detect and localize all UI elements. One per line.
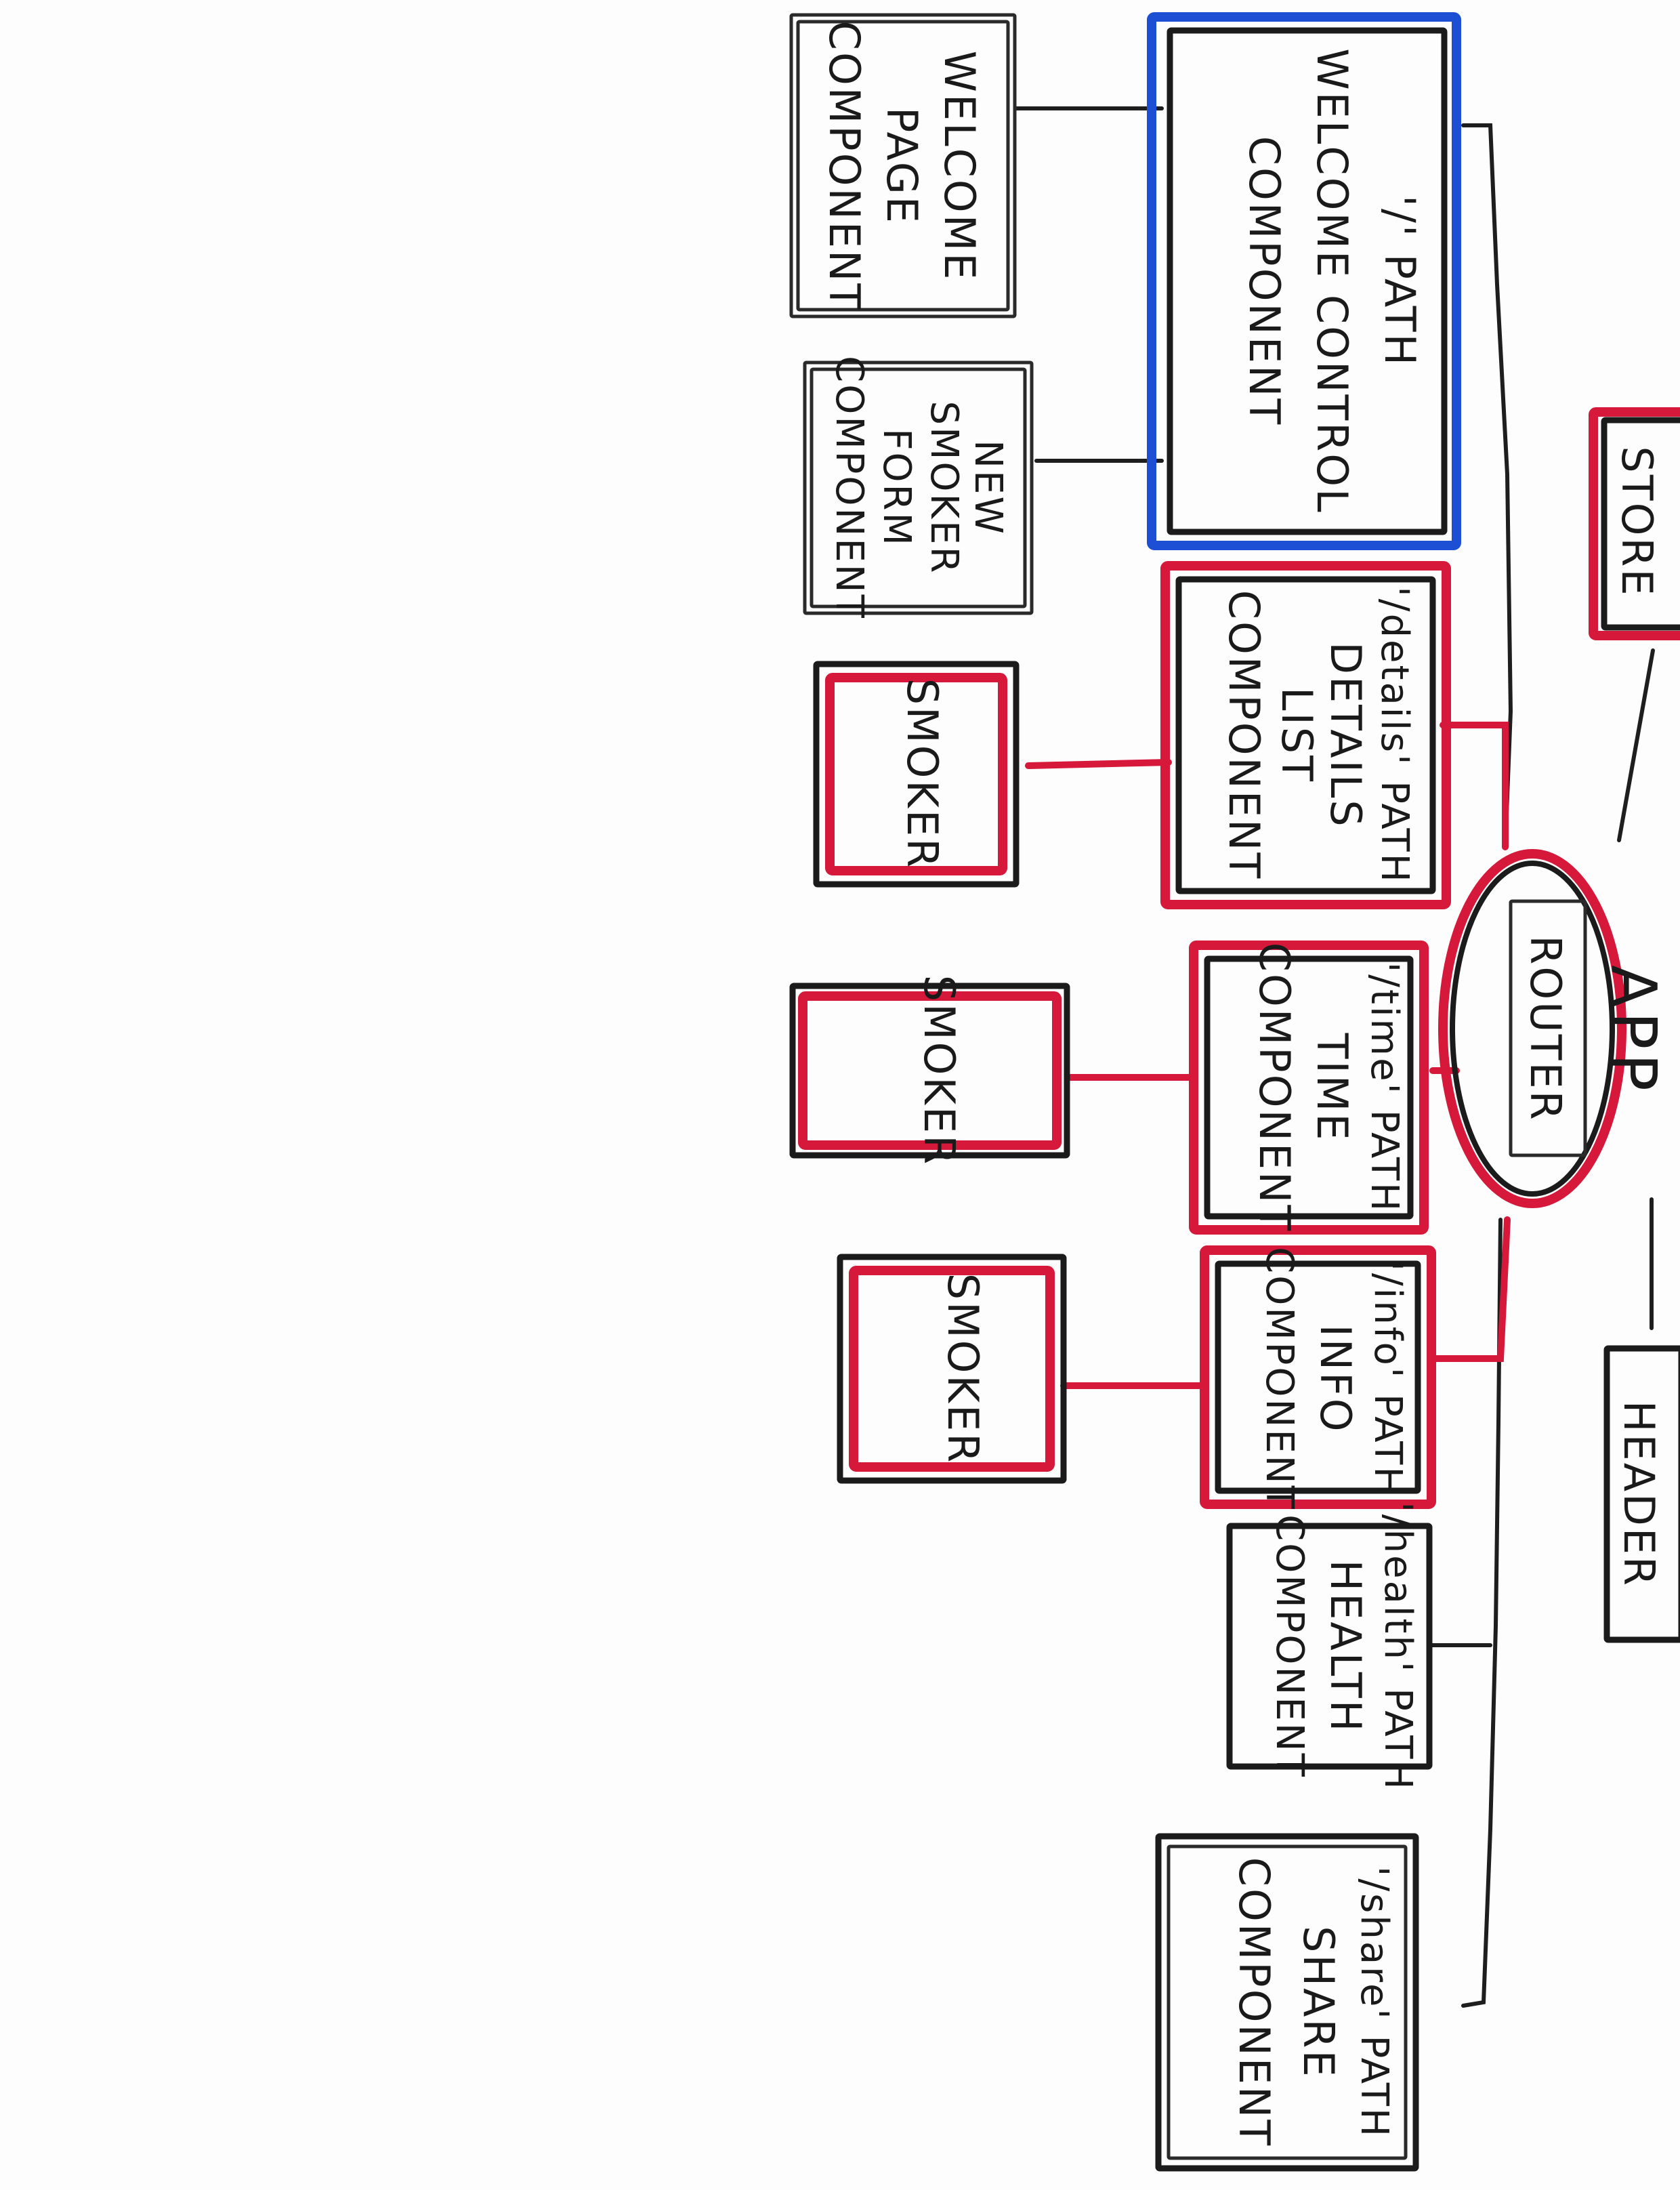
share-node: '/share' PATH SHARE COMPONENT [1155,1833,1419,2172]
store-node: STORE [1589,407,1680,640]
app-router-node: ROUTER APP [1438,849,1670,1208]
router-store-line [1617,648,1655,842]
details-list-word: LIST [1272,687,1322,783]
welcome-control-node: '/' PATH WELCOME CONTROL COMPONENT [1147,12,1461,550]
time-title: TIME [1307,1033,1357,1142]
health-type: COMPONENT [1267,1514,1311,1779]
time-path: '/time' PATH [1362,962,1406,1213]
details-title: DETAILS [1321,642,1370,829]
smoker-details-node: SMOKER [813,661,1020,888]
smoker-time-label: SMOKER [915,975,964,1167]
new-smoker-line3: FORM [875,428,919,548]
info-router-line [1433,1216,1511,1362]
info-node: '/info' PATH INFO COMPONENT [1200,1245,1436,1511]
welcome-page-line3: COMPONENT [820,21,869,312]
health-path: '/health' PATH [1376,1502,1420,1791]
header-node: HEADER [1603,1345,1680,1643]
new-smoker-line1: NEW [966,440,1010,536]
app-label: APP [1597,965,1670,1095]
share-type: COMPONENT [1230,1857,1279,2148]
details-list-node: '/details' PATH DETAILS LIST COMPONENT [1160,561,1451,909]
smoker-info-label: SMOKER [938,1273,988,1465]
new-smoker-line4: COMPONENT [827,356,871,620]
router-box [1509,899,1587,1157]
time-node: '/time' PATH TIME COMPONENT [1189,941,1429,1235]
welcome-page-node: WELCOME PAGE COMPONENT [789,13,1017,318]
info-type: COMPONENT [1257,1247,1301,1511]
smoker-time-node: SMOKER [789,975,1070,1167]
new-smoker-line2: SMOKER [922,401,966,575]
welcome-page-line1: WELCOME [935,51,984,282]
health-title: HEALTH [1321,1560,1370,1734]
details-trunk-line [1440,722,1509,850]
smoker-info-node: SMOKER [837,1254,1067,1484]
store-label: STORE [1612,446,1662,597]
trunk-lower [1461,1218,1503,2008]
welcome-control-title: WELCOME CONTROL [1307,48,1357,514]
header-label: HEADER [1614,1401,1664,1588]
details-smoker-line [1025,759,1172,769]
share-path: '/share' PATH [1352,1866,1396,2139]
share-title: SHARE [1294,1926,1343,2079]
details-path: '/details' PATH [1372,586,1416,884]
connectors [1014,106,1655,2008]
welcome-page-line2: PAGE [877,107,927,225]
time-type: COMPONENT [1250,943,1299,1233]
welcome-control-path: '/' PATH [1375,195,1425,367]
trunk-upper [1461,123,1513,849]
details-type: COMPONENT [1219,590,1269,881]
router-label: ROUTER [1521,935,1570,1121]
welcome-control-type: COMPONENT [1240,136,1289,427]
smoker-details-label: SMOKER [898,678,947,870]
new-smoker-form-node: NEW SMOKER FORM COMPONENT [803,356,1034,620]
info-path: '/info' PATH [1366,1261,1410,1497]
info-title: INFO [1311,1324,1360,1433]
health-node: '/health' PATH HEALTH COMPONENT [1226,1502,1433,1792]
